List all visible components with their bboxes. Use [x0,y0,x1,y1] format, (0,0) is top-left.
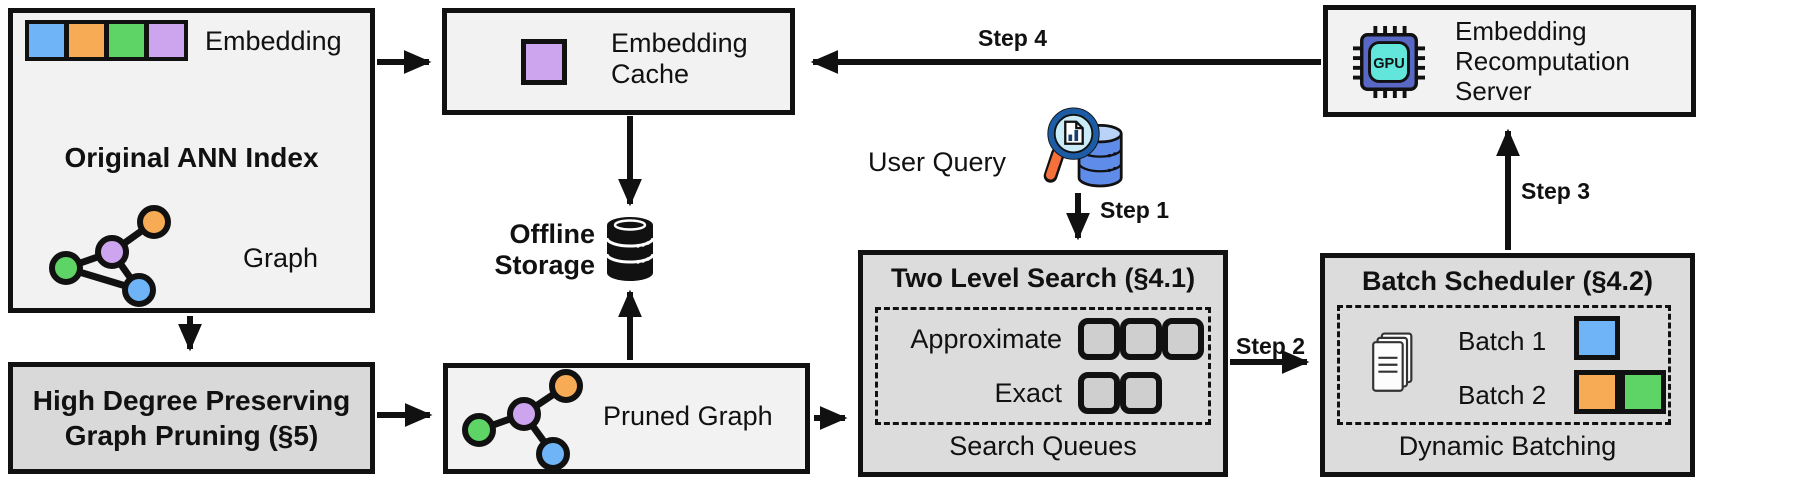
graph-pruning-title-line1: High Degree Preserving [32,385,351,416]
pruned-graph-box: Pruned Graph [443,363,810,474]
search-queue-slot-icon [1162,318,1204,360]
search-queue-slot-icon [1120,372,1162,414]
exact-queue [1078,372,1162,414]
graph-node-purple [507,397,541,431]
offline-storage-db-icon [605,217,655,281]
embedding-cell-purple-icon [149,24,184,57]
graph-icon [49,205,171,307]
graph-node-blue [536,437,570,471]
pruned-graph-label: Pruned Graph [603,401,773,431]
recomputation-server-label-line1: Embedding [1455,16,1587,46]
step3-label: Step 3 [1521,178,1591,204]
embedding-cache-label-line1: Embedding [611,28,748,58]
original-ann-index-box: Embedding Original ANN Index Graph [8,8,375,313]
search-queues-caption: Search Queues [949,431,1137,461]
recomputation-server-box: GPU Embedding Recomputation Server [1323,5,1696,117]
user-query-magnifier-icon [1043,107,1123,188]
gpu-chip-core [1368,41,1410,83]
approximate-queue [1078,318,1204,360]
gpu-chip-icon: GPU [1352,25,1426,99]
search-queues-dashed-box: Approximate Exact [875,307,1211,425]
graph-node-green [49,251,83,285]
batch-scheduler-box: Batch Scheduler (§4.2) Batch 1 Batch 2 D… [1320,253,1695,477]
search-queue-slot-icon [1120,318,1162,360]
dynamic-batching-caption: Dynamic Batching [1398,431,1617,461]
offline-storage-label-line2: Storage [494,250,595,280]
approximate-label: Approximate [910,324,1062,354]
embedding-cache-box: Embedding Cache [442,8,795,115]
graph-node-orange [549,369,583,403]
graph-pruning-title-line2: Graph Pruning (§5) [64,420,319,451]
batch1-label: Batch 1 [1458,326,1547,356]
exact-label: Exact [994,378,1062,408]
offline-storage-label-line1: Offline [509,219,596,249]
graph-pruning-box: High Degree Preserving Graph Pruning (§5… [8,362,375,474]
documents-icon [1372,332,1413,392]
graph-node-purple [95,235,129,269]
gpu-chip-label: GPU [1373,56,1405,72]
embedding-cell-orange-icon [69,24,104,57]
dynamic-batching-dashed-box: Batch 1 Batch 2 [1337,305,1671,425]
graph-node-orange [137,205,171,239]
two-level-search-box: Two Level Search (§4.1) Approximate Exac… [858,250,1228,477]
step4-label: Step 4 [978,25,1048,51]
graph-node-green [462,413,496,447]
graph-label: Graph [243,243,319,273]
search-queue-slot-icon [1078,372,1120,414]
batch-square-green-icon [1620,370,1666,414]
embedding-square-icon [521,39,567,85]
graph-node-blue [122,273,156,307]
embedding-cell-blue-icon [29,24,64,57]
magnifier-handle [1046,149,1063,180]
step1-label: Step 1 [1100,197,1170,223]
ann-index-title: Original ANN Index [64,142,319,173]
batch2-label: Batch 2 [1458,380,1547,410]
two-level-search-title: Two Level Search (§4.1) [890,263,1196,293]
batch-scheduler-title: Batch Scheduler (§4.2) [1361,266,1654,296]
embedding-cache-label-line2: Cache [611,59,690,89]
embedding-cell-green-icon [109,24,144,57]
embedding-vector-icon [25,20,188,61]
batch-square-blue-icon [1574,316,1620,360]
recomputation-server-label-line2: Recomputation [1455,46,1630,76]
embedding-label: Embedding [205,26,342,56]
user-query-label: User Query [868,147,1007,177]
batch-square-orange-icon [1574,370,1620,414]
step2-label: Step 2 [1236,333,1306,359]
search-queue-slot-icon [1078,318,1120,360]
pruned-graph-icon [462,369,583,471]
recomputation-server-label-line3: Server [1455,76,1532,106]
